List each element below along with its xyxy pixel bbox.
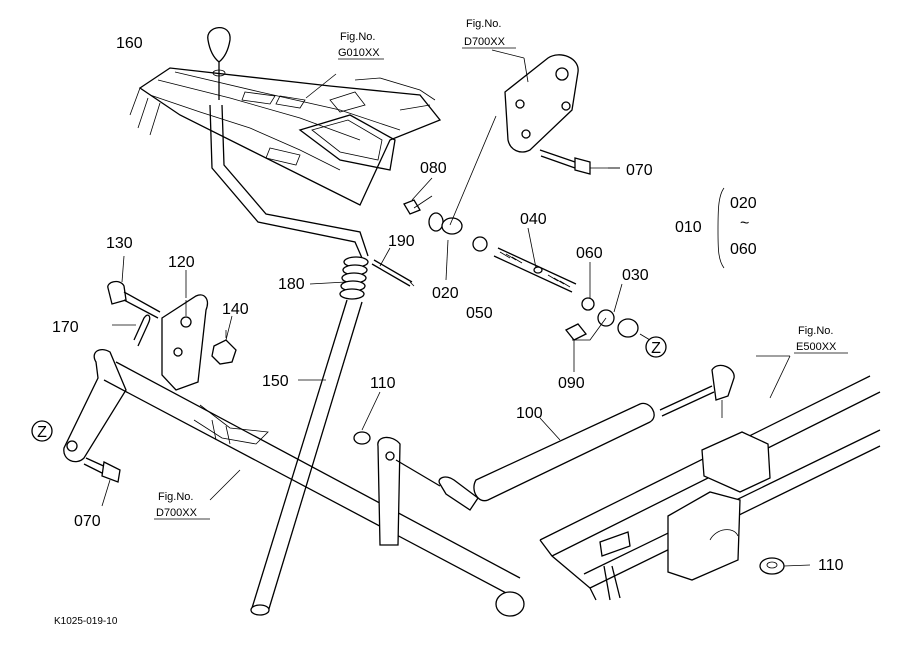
label-090: 090 bbox=[558, 375, 585, 392]
label-110-lower: 110 bbox=[818, 557, 844, 574]
washer-110-b bbox=[759, 557, 785, 575]
label-190: 190 bbox=[388, 233, 415, 250]
label-100: 100 bbox=[516, 405, 543, 422]
mounting-plate bbox=[504, 54, 579, 153]
fig-ref-d700-top-line1: Fig.No. bbox=[466, 18, 501, 30]
gas-spring bbox=[438, 364, 735, 511]
frame bbox=[539, 355, 881, 601]
fig-ref-g010-line1: Fig.No. bbox=[340, 31, 375, 43]
label-070-top: 070 bbox=[626, 162, 653, 179]
label-110-upper: 110 bbox=[370, 375, 396, 392]
label-120: 120 bbox=[168, 254, 195, 271]
label-020-range-start: 020 bbox=[730, 195, 757, 212]
drawing-code: K1025-019-10 bbox=[54, 616, 118, 627]
label-140: 140 bbox=[222, 301, 249, 318]
fig-ref-e500-line2: E500XX bbox=[796, 341, 837, 353]
label-130: 130 bbox=[106, 235, 133, 252]
label-010: 010 bbox=[675, 219, 702, 236]
label-060-range-end: 060 bbox=[730, 241, 757, 258]
label-170: 170 bbox=[52, 319, 79, 336]
pin bbox=[371, 259, 415, 287]
label-range-tilde: ~ bbox=[740, 215, 749, 232]
fig-ref-d700-bottom-line1: Fig.No. bbox=[158, 491, 193, 503]
label-180: 180 bbox=[278, 276, 305, 293]
nut-140 bbox=[211, 330, 237, 365]
cotter-pin bbox=[112, 314, 151, 347]
z-marker-right: Z bbox=[645, 336, 667, 358]
shift-knob bbox=[207, 26, 231, 100]
label-050: 050 bbox=[466, 305, 493, 322]
label-070-bottom: 070 bbox=[74, 513, 101, 530]
label-060: 060 bbox=[576, 245, 603, 262]
label-080: 080 bbox=[420, 160, 447, 177]
lower-arm bbox=[377, 436, 441, 546]
label-040: 040 bbox=[520, 211, 547, 228]
fig-ref-g010-line2: G010XX bbox=[338, 47, 380, 59]
label-160: 160 bbox=[116, 35, 143, 52]
shift-lever-rod bbox=[209, 104, 369, 616]
dash-panel bbox=[129, 67, 442, 206]
label-030: 030 bbox=[622, 267, 649, 284]
fig-ref-d700-bottom-line2: D700XX bbox=[156, 507, 198, 519]
shaft-bracket bbox=[193, 404, 269, 445]
label-020: 020 bbox=[432, 285, 459, 302]
bolt-070-top bbox=[539, 149, 620, 175]
leader-lines bbox=[101, 49, 811, 567]
z-label-left: Z bbox=[37, 424, 47, 441]
pedal-arm bbox=[63, 348, 525, 617]
bolt-070-bottom bbox=[83, 457, 121, 483]
fig-ref-e500-line1: Fig.No. bbox=[798, 325, 833, 337]
spring bbox=[339, 256, 369, 300]
washer-110-a bbox=[353, 431, 371, 445]
bracket bbox=[161, 294, 209, 391]
z-label-right: Z bbox=[651, 340, 661, 357]
fig-ref-d700-top-line2: D700XX bbox=[464, 36, 506, 48]
label-150: 150 bbox=[262, 373, 289, 390]
cable-end-assembly bbox=[403, 115, 651, 341]
bolt-130 bbox=[107, 280, 161, 319]
z-marker-left: Z bbox=[31, 420, 53, 442]
